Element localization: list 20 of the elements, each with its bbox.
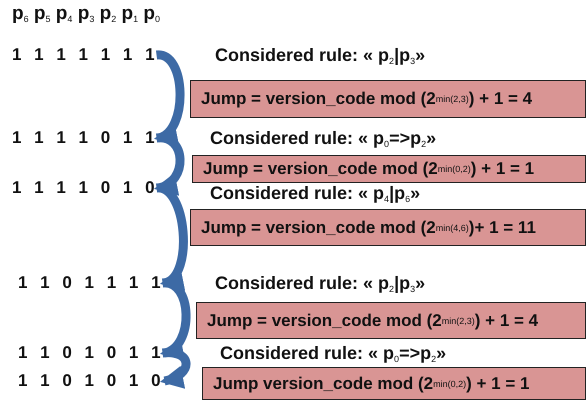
formula-box: Jump = version_code mod (2$^{min(2,3)}$) + 1 = 4 — [190, 80, 586, 118]
bit-row: 1 1 1 1 1 1 1 — [12, 45, 155, 65]
rule-text: Considered rule: « p$_{4}$|p$_{6}$» — [210, 183, 420, 206]
formula-box: Jump = version_code mod (2$^{min(0,2)}$) + 1 = 1 — [192, 155, 586, 183]
curved-arrow — [160, 278, 191, 358]
bit-row: 1 1 0 1 0 1 0 — [18, 371, 161, 391]
curved-arrow — [154, 134, 184, 194]
bit-row: 1 1 0 1 0 1 1 — [18, 343, 161, 363]
formula-box: Jump version_code mod (2$^{min(0,2)}$) + 1 = 1 — [202, 367, 586, 400]
bit-row: 1 1 0 1 1 1 1 — [18, 273, 161, 293]
curved-arrow — [160, 348, 190, 388]
formula-box: Jump = version_code mod (2$^{min(4,6)}$)+ 1 = 11 — [190, 209, 586, 246]
bit-header: p$_{6}$ p$_{5}$ p$_{4}$ p$_{3}$ p$_{2}$ p$_{1}$ p$_{0}$ — [12, 3, 160, 26]
formula-box: Jump = version_code mod (2$^{min(2,3)}$) + 1 = 4 — [196, 302, 586, 339]
rule-text: Considered rule: « p$_{0}$=>p$_{2}$» — [210, 128, 436, 151]
bit-row: 1 1 1 1 0 1 1 — [12, 128, 155, 148]
bit-row: 1 1 1 1 0 1 0 — [12, 178, 155, 198]
rule-text: Considered rule: « p$_{2}$|p$_{3}$» — [215, 45, 426, 68]
rule-text: Considered rule: « p$_{0}$=>p$_{2}$» — [220, 343, 446, 366]
rule-text: Considered rule: « p$_{2}$|p$_{3}$» — [215, 273, 426, 296]
